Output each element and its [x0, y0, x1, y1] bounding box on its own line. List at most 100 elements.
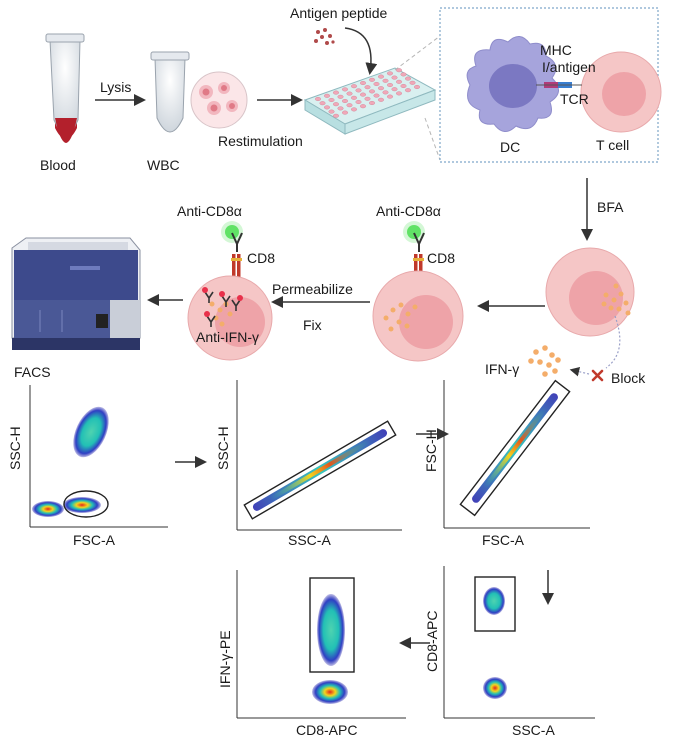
plate-well — [364, 85, 371, 90]
dc-label: DC — [500, 139, 520, 155]
block-label: Block — [611, 370, 646, 386]
dc-tcell-inset — [439, 7, 659, 163]
plot1-xlabel: FSC-A — [73, 532, 116, 548]
lysis-label: Lysis — [100, 79, 131, 95]
cd8-receptor-icon-right — [413, 254, 424, 284]
anti-ifn-label: Anti-IFN-γ — [196, 329, 259, 345]
tcell-label: T cell — [596, 137, 629, 153]
plot4-ylabel: CD8-APC — [424, 611, 440, 672]
antigen-label: I/antigen — [542, 59, 596, 75]
plot3-gate — [459, 379, 571, 517]
anti-cd8-label-left: Anti-CD8α — [177, 203, 242, 219]
plate-well — [324, 105, 331, 110]
ifn-label: IFN-γ — [485, 361, 519, 377]
blood-tube-icon — [45, 33, 85, 143]
facs-label: FACS — [14, 364, 51, 380]
plate-well — [342, 98, 349, 103]
plate-well — [396, 68, 403, 73]
plot3-ylabel: FSC-H — [423, 429, 439, 472]
wbc-magnified-icon — [190, 71, 248, 129]
mhc-tcr-complex-icon — [536, 82, 582, 88]
permeabilized-cell-icon — [187, 275, 273, 361]
plate-well — [328, 109, 335, 114]
plate-well — [342, 110, 349, 115]
plate-well — [351, 95, 358, 100]
plot1-population-right — [63, 497, 101, 513]
plate-well — [387, 71, 394, 76]
plate-well — [400, 72, 407, 77]
antigen-peptide-label: Antigen peptide — [290, 5, 388, 21]
plate-well — [328, 97, 335, 102]
wbc-label: WBC — [147, 157, 180, 173]
plate-well — [369, 100, 376, 105]
plot2-xlabel: SSC-A — [288, 532, 331, 548]
plot1-ylabel: SSC-H — [7, 426, 23, 470]
block-arrow — [569, 366, 590, 377]
anti-cd8-label-right: Anti-CD8α — [376, 203, 441, 219]
peptide-arrow — [344, 27, 378, 75]
plate-well — [391, 75, 398, 80]
well-plate-icon — [303, 67, 437, 135]
bfa-label: BFA — [597, 199, 624, 215]
stained-cell-icon — [372, 270, 464, 362]
plot1-population-left — [32, 501, 64, 517]
bfa-treated-cell-icon — [545, 247, 635, 337]
plot5-xlabel: CD8-APC — [296, 722, 357, 738]
plate-well — [409, 80, 416, 85]
plate-well — [387, 82, 394, 87]
plate-well — [324, 93, 331, 98]
plate-well — [337, 106, 344, 111]
plate-well — [369, 89, 376, 94]
plate-well — [346, 91, 353, 96]
mhc-label: MHC — [540, 42, 572, 58]
plot-ssc-singlets — [236, 380, 402, 531]
plot4-gate — [474, 576, 516, 632]
plate-well — [360, 80, 367, 85]
plate-well — [351, 107, 358, 112]
plate-well — [373, 81, 380, 86]
plot4-negative-population — [483, 677, 507, 699]
plate-well — [378, 74, 385, 79]
plate-well — [346, 103, 353, 108]
plate-well — [405, 76, 412, 81]
plate-well — [360, 92, 367, 97]
block-x-icon — [591, 369, 604, 382]
plate-well — [414, 84, 421, 89]
plot-fsc-ssc — [29, 385, 168, 528]
plate-well — [337, 94, 344, 99]
plot3-xlabel: FSC-A — [482, 532, 525, 548]
plate-well — [396, 91, 403, 96]
anti-cd8-antibody-icon-right — [403, 221, 425, 252]
plate-well — [319, 101, 326, 106]
plate-well — [396, 79, 403, 84]
plot4-xlabel: SSC-A — [512, 722, 555, 738]
permeabilize-label: Permeabilize — [272, 281, 353, 297]
cd8-receptor-icon-left — [231, 254, 242, 284]
plate-well — [387, 94, 394, 99]
plate-well — [342, 87, 349, 92]
plate-well — [333, 113, 340, 118]
wbc-tube-icon — [150, 51, 190, 133]
plot2-gate — [243, 420, 397, 520]
plate-well — [382, 90, 389, 95]
plate-well — [355, 88, 362, 93]
plot5-gate — [309, 577, 355, 673]
plate-well — [315, 96, 322, 101]
peptide-dots-icon — [314, 28, 335, 45]
dendritic-cell-icon — [466, 36, 559, 132]
zoom-line-top — [394, 35, 441, 71]
plate-well — [333, 102, 340, 107]
plate-well — [405, 88, 412, 93]
secretion-path — [605, 315, 621, 369]
fix-label: Fix — [303, 317, 322, 333]
plot5-ifn-negative-population — [312, 680, 348, 704]
plate-well — [373, 93, 380, 98]
plate-well — [378, 97, 385, 102]
t-cell-icon — [580, 51, 662, 133]
plot1-gate — [63, 490, 109, 518]
anti-cd8-antibody-icon-left — [221, 221, 243, 252]
plate-well — [364, 96, 371, 101]
plate-well — [391, 87, 398, 92]
